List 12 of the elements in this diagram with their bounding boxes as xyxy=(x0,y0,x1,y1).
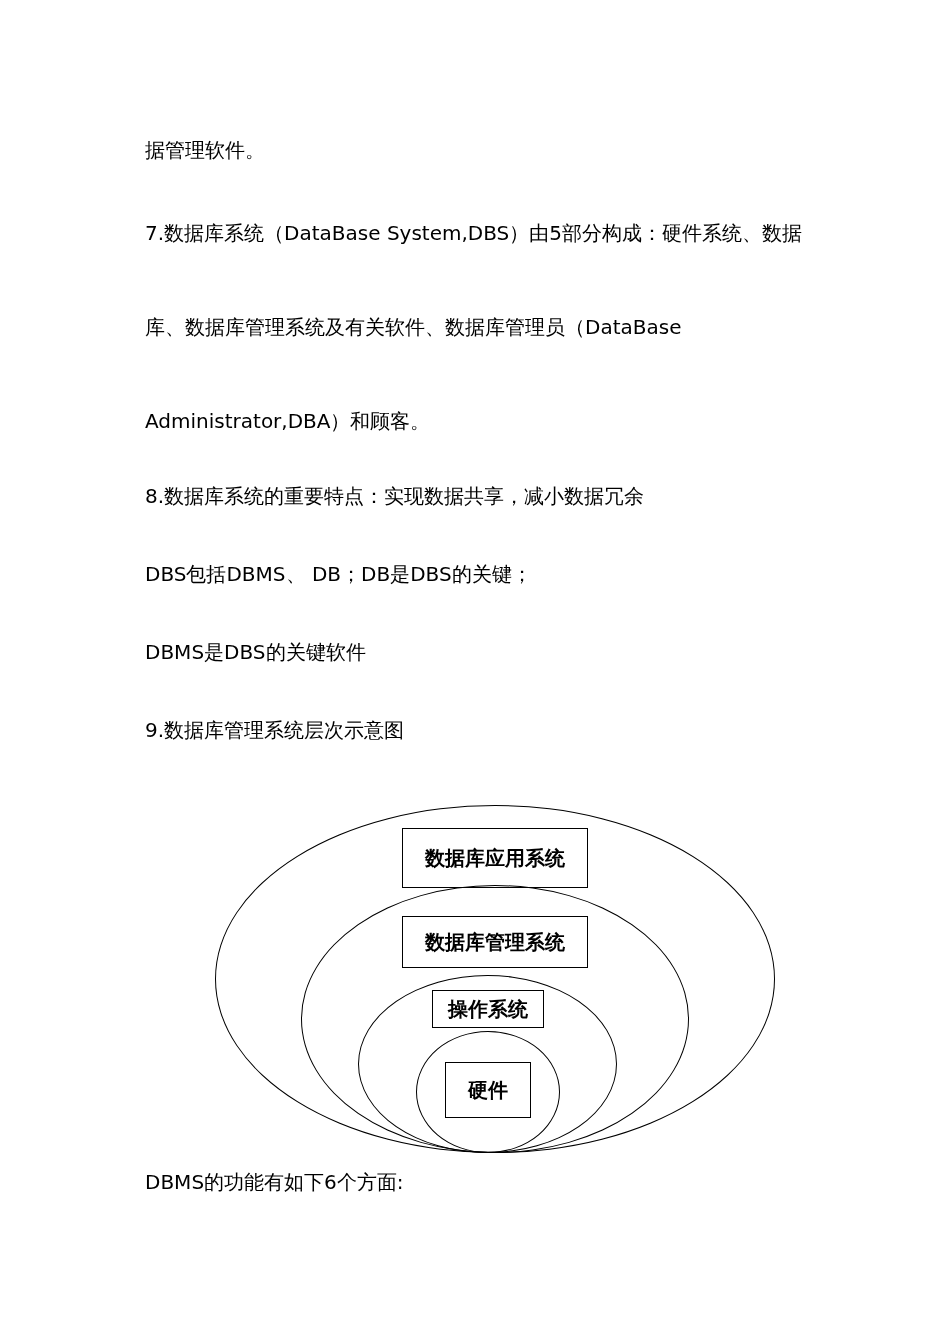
paragraph-text: 8.数据库系统的重要特点：实现数据共享，减小数据冗余 xyxy=(145,483,646,510)
layer-label: 操作系统 xyxy=(432,990,544,1028)
layer-label: 数据库管理系统 xyxy=(402,916,588,968)
layer-ellipse xyxy=(301,885,689,1153)
paragraph-text: DBS包括DBMS、 DB；DB是DBS的关键； xyxy=(145,561,533,588)
paragraph-text: 7.数据库系统（DataBase System,DBS）由5部分构成：硬件系统、数据库、数据库管理系统及有关软件、数据库管理员（DataBase Administrator,DBA）和顾客。 xyxy=(145,220,804,435)
paragraph-text: DBMS的功能有如下6个方面: xyxy=(145,1169,405,1196)
paragraph-text: 据管理软件。 xyxy=(145,137,266,164)
paragraph-text: DBMS是DBS的关键软件 xyxy=(145,639,367,666)
layer-label: 硬件 xyxy=(445,1062,531,1118)
layer-label: 数据库应用系统 xyxy=(402,828,588,888)
figure-caption: 9.数据库管理系统层次示意图 xyxy=(145,717,406,744)
